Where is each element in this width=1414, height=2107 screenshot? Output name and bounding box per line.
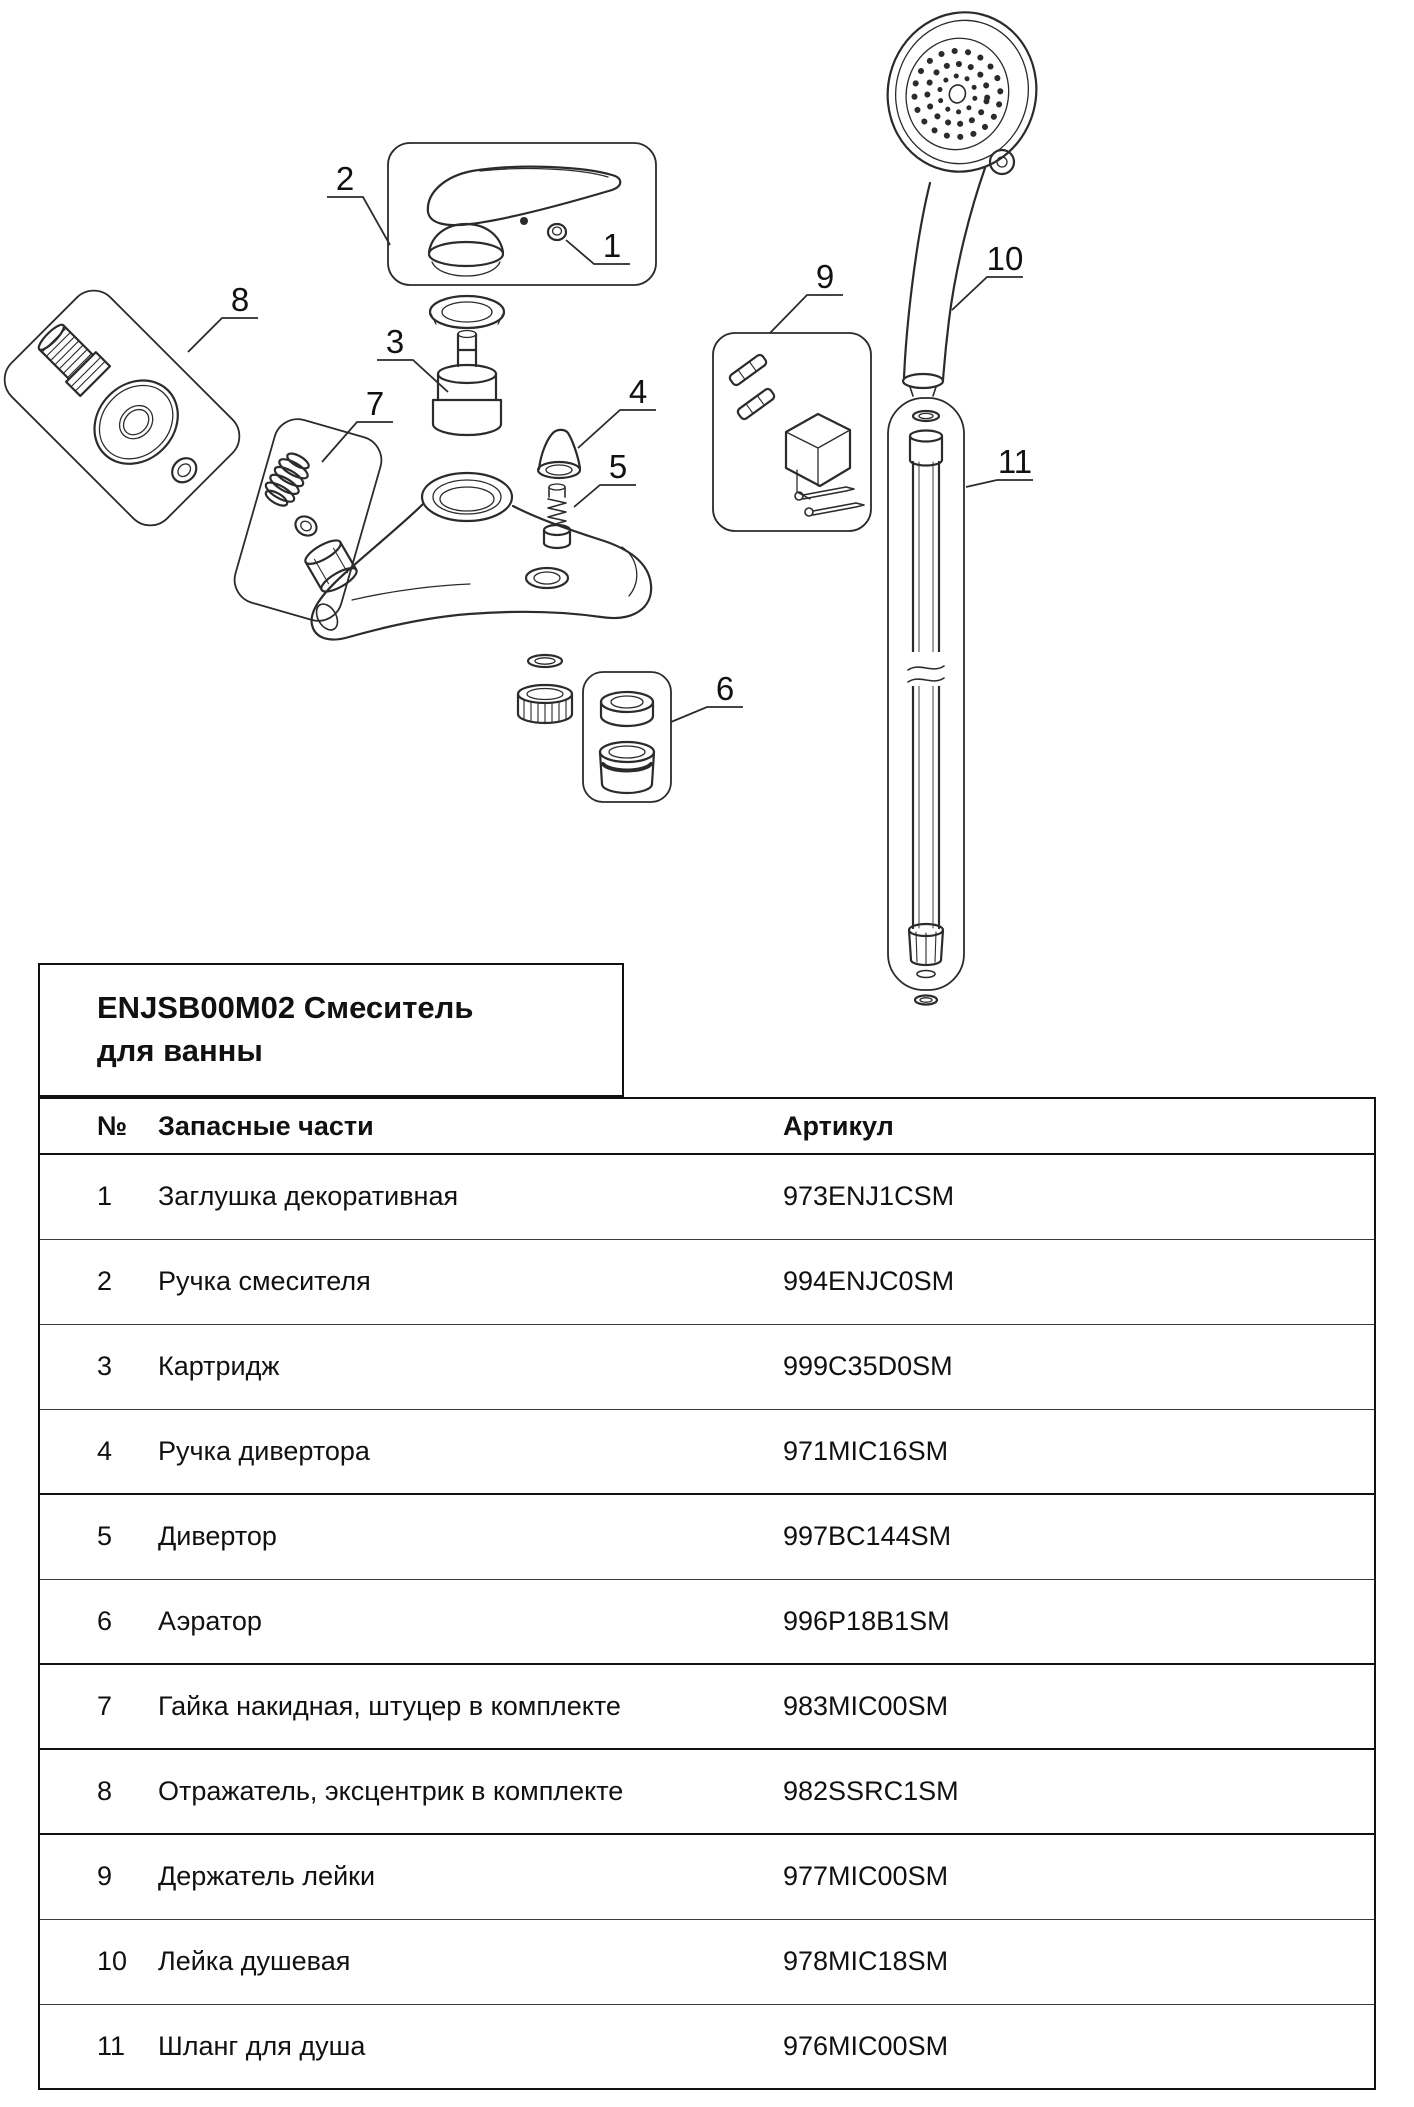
callout-label: 10 xyxy=(987,240,1024,277)
callout-label: 9 xyxy=(816,258,834,295)
cell-part: Ручка смесителя xyxy=(158,1239,783,1325)
parts-table: № Запасные части Артикул 1 Заглушка деко… xyxy=(38,1097,1376,2090)
table-row: 9 Держатель лейки 977MIC00SM xyxy=(39,1834,1375,1920)
part-9-holder xyxy=(712,332,872,532)
cell-part: Дивертор xyxy=(158,1494,783,1580)
cell-num: 1 xyxy=(39,1154,158,1240)
cell-article: 971MIC16SM xyxy=(783,1409,1375,1495)
cell-article: 999C35D0SM xyxy=(783,1324,1375,1410)
part-7-nut-fitting xyxy=(233,418,383,622)
callout-11: 11 xyxy=(965,443,1033,488)
faucet-underside-parts xyxy=(516,653,574,725)
callout-label: 7 xyxy=(366,385,384,422)
cell-article: 982SSRC1SM xyxy=(783,1749,1375,1835)
callout-label: 6 xyxy=(716,670,734,707)
cell-num: 11 xyxy=(97,2030,126,2061)
callout-label: 1 xyxy=(603,227,621,264)
cell-num: 5 xyxy=(39,1494,158,1580)
part-5-diverter xyxy=(542,483,572,550)
cell-num: 2 xyxy=(39,1239,158,1325)
part-2-mixer-handle xyxy=(387,142,657,286)
part-1-decorative-plug xyxy=(546,222,568,242)
cell-article: 983MIC00SM xyxy=(783,1664,1375,1750)
product-title-line-2: для ванны xyxy=(97,1032,263,1068)
callout-2: 2 xyxy=(327,160,391,246)
cell-num: 6 xyxy=(39,1579,158,1665)
table-row: 3 Картридж 999C35D0SM xyxy=(39,1324,1375,1410)
part-6-aerator xyxy=(582,671,672,803)
cell-part: Гайка накидная, штуцер в комплекте xyxy=(158,1664,783,1750)
cell-num: 10 xyxy=(39,1919,158,2005)
callout-9: 9 xyxy=(769,258,843,334)
cell-article: 973ENJ1CSM xyxy=(783,1154,1375,1240)
table-row: 10 Лейка душевая 978MIC18SM xyxy=(39,1919,1375,2005)
callout-label: 3 xyxy=(386,323,404,360)
callout-label: 2 xyxy=(336,160,354,197)
cell-article: 994ENJC0SM xyxy=(783,1239,1375,1325)
part-3-cartridge xyxy=(428,294,506,437)
cell-part: Отражатель, эксцентрик в комплекте xyxy=(158,1749,783,1835)
product-title-line-1: ENJSB00M02 Смеситель xyxy=(97,990,474,1025)
cell-article: 977MIC00SM xyxy=(783,1834,1375,1920)
callout-1: 1 xyxy=(565,227,630,265)
table-row: 11 Шланг для душа 976MIC00SM xyxy=(39,2004,1375,2089)
callout-label: 8 xyxy=(231,281,249,318)
callout-7: 7 xyxy=(321,385,393,463)
cell-part: Ручка дивертора xyxy=(158,1409,783,1495)
cell-part: Аэратор xyxy=(158,1579,783,1665)
cell-article: 997BC144SM xyxy=(783,1494,1375,1580)
faucet-body xyxy=(310,471,653,641)
cell-part: Лейка душевая xyxy=(158,1919,783,2005)
cell-article: 976MIC00SM xyxy=(783,2030,949,2061)
cell-article: 996P18B1SM xyxy=(783,1579,1375,1665)
cell-part: Заглушка декоративная xyxy=(158,1154,783,1240)
callout-10: 10 xyxy=(951,240,1024,311)
col-header-num: № xyxy=(39,1098,158,1155)
cell-num: 7 xyxy=(39,1664,158,1750)
product-title-box: ENJSB00M02 Смеситель для ванны xyxy=(38,963,624,1097)
exploded-diagram: 1 2 3 4 5 6 7 8 xyxy=(3,11,1038,1006)
table-row: 7 Гайка накидная, штуцер в комплекте 983… xyxy=(39,1664,1375,1750)
cell-num: 8 xyxy=(39,1749,158,1835)
table-header-row: № Запасные части Артикул xyxy=(39,1098,1375,1155)
callout-label: 5 xyxy=(609,448,627,485)
table-row: 5 Дивертор 997BC144SM xyxy=(39,1494,1375,1580)
part-4-diverter-handle xyxy=(536,428,582,480)
cell-num: 9 xyxy=(39,1834,158,1920)
cell-part: Держатель лейки xyxy=(158,1834,783,1920)
callout-label: 4 xyxy=(629,373,647,410)
table-row: 6 Аэратор 996P18B1SM xyxy=(39,1579,1375,1665)
callout-5: 5 xyxy=(573,448,636,508)
callout-6: 6 xyxy=(670,670,743,723)
callout-3: 3 xyxy=(377,323,449,393)
callout-4: 4 xyxy=(577,373,656,449)
table-row: 2 Ручка смесителя 994ENJC0SM xyxy=(39,1239,1375,1325)
part-8-reflector-eccentric xyxy=(3,289,241,527)
table-row: 4 Ручка дивертора 971MIC16SM xyxy=(39,1409,1375,1495)
callout-label: 11 xyxy=(998,443,1032,480)
part-11-hose xyxy=(887,397,965,1006)
col-header-part: Запасные части xyxy=(158,1098,783,1155)
cell-num: 3 xyxy=(39,1324,158,1410)
table-row: 8 Отражатель, эксцентрик в комплекте 982… xyxy=(39,1749,1375,1835)
cell-num: 4 xyxy=(39,1409,158,1495)
col-header-article: Артикул xyxy=(783,1098,1375,1155)
part-10-shower-head xyxy=(886,11,1038,397)
cell-part: Картридж xyxy=(158,1324,783,1410)
table-row: 1 Заглушка декоративная 973ENJ1CSM xyxy=(39,1154,1375,1240)
cell-article: 978MIC18SM xyxy=(783,1919,1375,2005)
cell-part: Шланг для душа xyxy=(158,2030,366,2061)
callout-8: 8 xyxy=(187,281,258,353)
